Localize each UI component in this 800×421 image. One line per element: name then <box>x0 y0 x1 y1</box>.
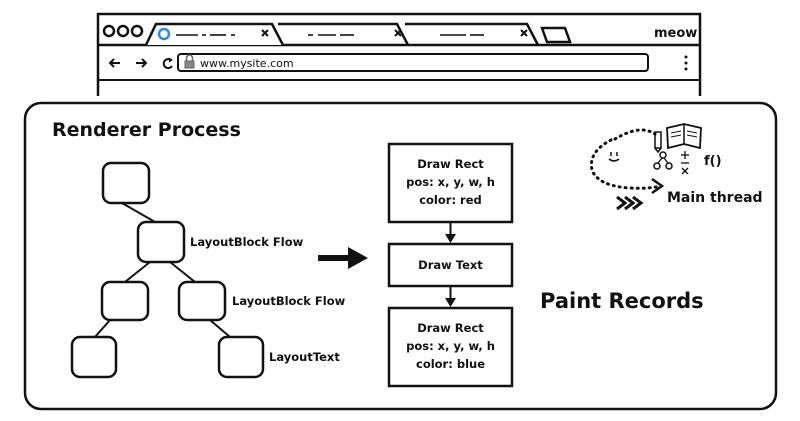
tab-1[interactable] <box>144 22 285 46</box>
paint-record-draw-rect-red <box>387 142 514 224</box>
tree-node-leaf-left <box>70 335 118 379</box>
thread-dotted-line <box>613 128 657 141</box>
tree-graph-icon <box>653 151 673 170</box>
paint-arrow-2-head <box>445 298 456 307</box>
paint-record-2-line-1: Draw Text <box>418 258 483 272</box>
layout-tree: LayoutBlock Flow LayoutBlock Flow Layout… <box>70 161 346 379</box>
tree-label-layoutblock-flow-2: LayoutBlock Flow <box>232 294 346 308</box>
pencil-icon <box>654 131 662 154</box>
window-minimize-circle[interactable] <box>116 24 130 38</box>
window-controls[interactable] <box>102 24 144 38</box>
back-button[interactable] <box>108 58 120 68</box>
chevrons-icon <box>616 195 644 211</box>
tree-node-left <box>100 280 150 322</box>
tab-3[interactable] <box>405 22 540 46</box>
vertical-dots-icon[interactable] <box>684 55 688 71</box>
window-close-circle[interactable] <box>102 24 116 38</box>
layout-to-paint-arrow <box>318 247 368 269</box>
paint-record-draw-rect-blue <box>387 306 514 388</box>
main-thread-illustration: f() Main thread <box>589 123 763 211</box>
address-url[interactable]: www.mysite.com <box>200 57 294 70</box>
math-symbols-icon <box>681 151 689 175</box>
paint-record-1-line-3: color: red <box>419 193 482 207</box>
paint-records-title: Paint Records <box>540 289 704 313</box>
reload-icon[interactable] <box>162 57 173 70</box>
function-doodle-text: f() <box>704 154 722 169</box>
tab-2-shape[interactable] <box>278 22 410 46</box>
tab-3-close-icon[interactable] <box>520 29 528 37</box>
address-bar[interactable] <box>177 53 649 72</box>
new-tab-button[interactable] <box>540 26 572 44</box>
tab-2[interactable] <box>278 22 410 46</box>
tree-node-block-flow <box>136 220 186 264</box>
tree-node-layout-text <box>217 335 265 379</box>
tree-node-root <box>101 161 151 205</box>
tree-edge <box>209 319 231 338</box>
tree-node-block-flow-2 <box>177 280 227 322</box>
paint-record-3-line-3: color: blue <box>416 357 485 371</box>
paint-record-3-line-2: pos: x, y, w, h <box>406 339 495 353</box>
thread-arrow-head <box>651 177 665 195</box>
paint-records: Draw Rect pos: x, y, w, h color: red Dra… <box>387 142 704 388</box>
book-icon <box>666 123 702 150</box>
loading-spinner-icon <box>157 27 171 41</box>
paint-record-1-line-1: Draw Rect <box>417 157 484 171</box>
browser-frame <box>96 12 702 96</box>
arrow-left-icon[interactable] <box>108 58 120 68</box>
tab-1-close-icon[interactable] <box>261 29 269 37</box>
tab-2-close-icon[interactable] <box>394 29 402 37</box>
smiley-face-icon <box>608 152 620 162</box>
paint-arrow-1-head <box>445 234 456 243</box>
tree-label-layouttext: LayoutText <box>269 350 340 364</box>
paint-record-draw-text <box>387 242 514 288</box>
window-label: meow <box>654 26 697 41</box>
renderer-process-title: Renderer Process <box>52 119 241 141</box>
arrow-right-icon[interactable] <box>136 58 148 68</box>
lock-icon <box>184 54 195 69</box>
paint-record-3-line-1: Draw Rect <box>417 321 484 335</box>
tree-edge <box>169 261 196 283</box>
tree-label-layoutblock-flow-1: LayoutBlock Flow <box>190 235 304 249</box>
paint-record-1-line-2: pos: x, y, w, h <box>406 175 495 189</box>
tree-edge <box>124 261 151 283</box>
reload-button[interactable] <box>162 57 173 70</box>
window-maximize-circle[interactable] <box>130 24 144 38</box>
browser-window: meow www.mysite.com <box>96 12 702 96</box>
tree-edge <box>94 319 111 338</box>
main-thread-label: Main thread <box>667 190 763 206</box>
forward-button[interactable] <box>136 58 148 68</box>
tree-edge <box>121 202 156 223</box>
tab-3-shape[interactable] <box>405 22 540 46</box>
